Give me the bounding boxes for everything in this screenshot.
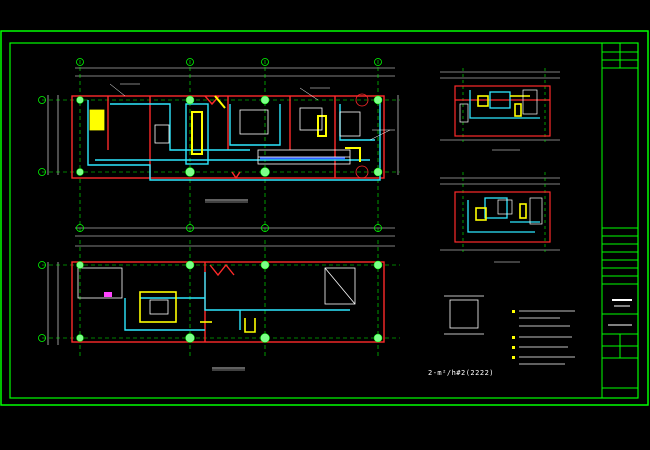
upper-floor-plan: [38, 58, 400, 237]
section-view-middle: [440, 172, 560, 263]
plan-title-text: 2-m²/h#2(2222): [428, 369, 495, 377]
notes-block: [512, 310, 575, 365]
section-view-top: [440, 68, 560, 151]
drawing-border: [0, 30, 649, 406]
title-block: [601, 43, 638, 398]
lower-floor-plan: [38, 240, 400, 371]
detail-box: [444, 295, 484, 335]
